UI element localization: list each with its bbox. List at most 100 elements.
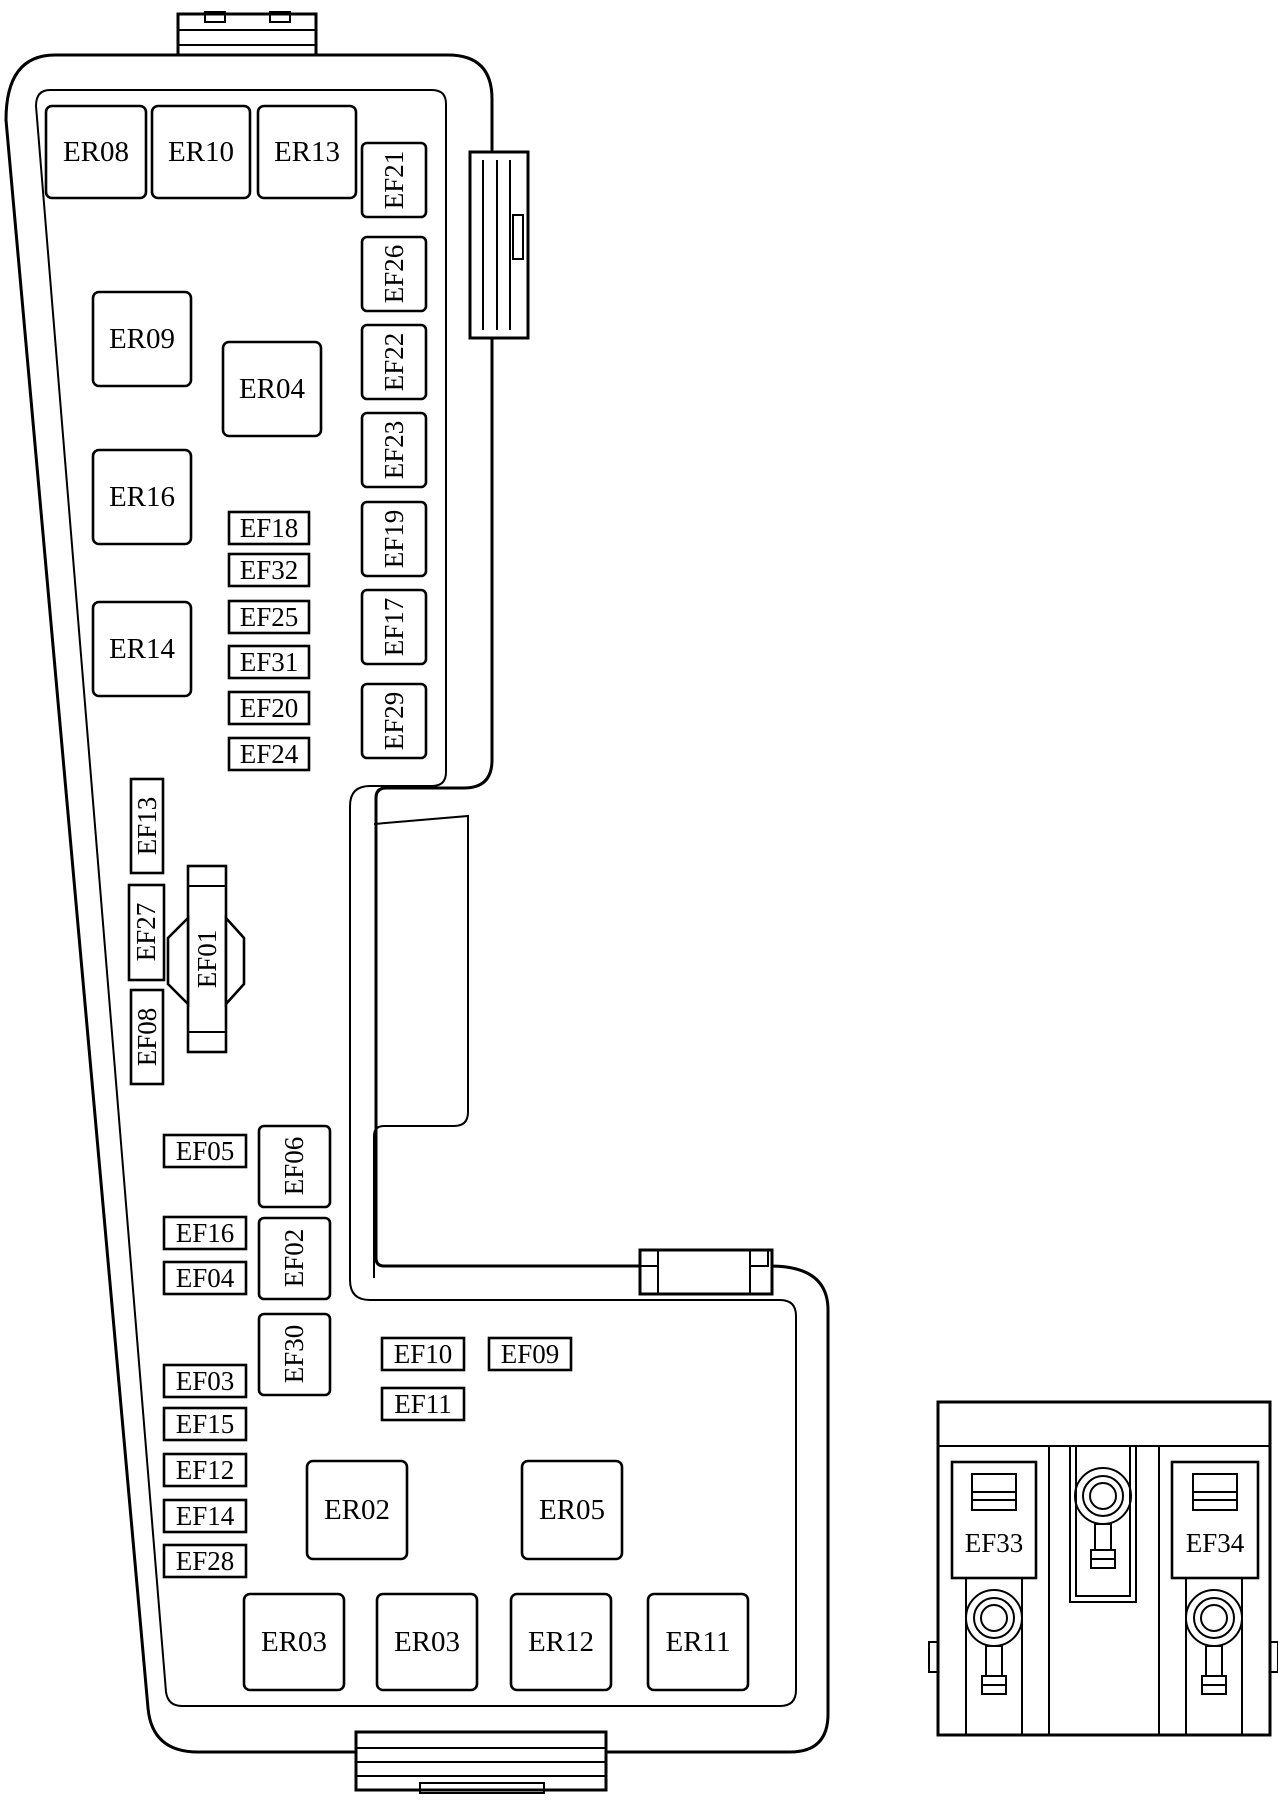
fuse-ef21-label: EF21 (379, 151, 409, 210)
fuse-ef34: EF34 (1170, 1460, 1260, 1580)
fuse-ef05: EF05 (162, 1133, 248, 1169)
relay-er10-label: ER10 (168, 136, 234, 168)
fuse-ef26: EF26 (360, 235, 428, 313)
fuse-ef02-label: EF02 (279, 1229, 309, 1288)
relay-er02-label: ER02 (324, 1494, 390, 1526)
terminal-stud-middle (1069, 1445, 1137, 1603)
fuse-ef28-label: EF28 (176, 1546, 235, 1576)
relay-er03-a-label: ER03 (261, 1626, 327, 1658)
relay-er04-label: ER04 (239, 373, 306, 405)
fuse-ef04: EF04 (162, 1260, 248, 1296)
fuse-ef08: EF08 (129, 988, 165, 1086)
relay-er08: ER08 (44, 104, 148, 200)
relay-er12-label: ER12 (528, 1626, 594, 1658)
fuse-ef01: EF01 (166, 864, 246, 1054)
fuse-ef11-label: EF11 (394, 1389, 452, 1419)
relay-er16: ER16 (91, 448, 193, 546)
fuse-ef10: EF10 (380, 1336, 466, 1372)
relay-er12: ER12 (509, 1592, 613, 1692)
terminal-stud-right (1185, 1578, 1243, 1735)
fuse-ef31: EF31 (227, 644, 311, 680)
fuse-ef18-label: EF18 (240, 513, 299, 543)
fuse-ef11: EF11 (380, 1386, 466, 1422)
fuse-ef19: EF19 (360, 500, 428, 578)
fuse-ef31-label: EF31 (240, 647, 299, 677)
fuse-ef12: EF12 (162, 1452, 248, 1488)
fuse-ef03: EF03 (162, 1363, 248, 1399)
relay-er13: ER13 (256, 104, 358, 200)
fuse-ef13-label: EF13 (132, 797, 162, 856)
fuse-ef09: EF09 (487, 1336, 573, 1372)
fuse-ef02: EF02 (257, 1216, 332, 1301)
relay-er14: ER14 (91, 600, 193, 698)
fuse-ef20: EF20 (227, 690, 311, 726)
fuse-ef10-label: EF10 (394, 1339, 453, 1369)
fuse-ef18: EF18 (227, 510, 311, 546)
fuse-ef30-label: EF30 (279, 1325, 309, 1384)
fuse-ef23-label: EF23 (379, 421, 409, 480)
fuse-ef17: EF17 (360, 588, 428, 666)
fuse-ef20-label: EF20 (240, 693, 299, 723)
fuse-ef08-label: EF08 (132, 1008, 162, 1067)
fuse-ef32-label: EF32 (240, 555, 299, 585)
main-fuse-box-housing (4, 11, 830, 1794)
fuse-ef05-label: EF05 (176, 1136, 235, 1166)
relay-er14-label: ER14 (109, 633, 176, 665)
relay-er13-label: ER13 (274, 136, 340, 168)
fuse-ef15-label: EF15 (176, 1409, 235, 1439)
relay-er05: ER05 (520, 1459, 624, 1561)
fuse-ef24: EF24 (227, 736, 311, 772)
fuse-ef33-label: EF33 (965, 1528, 1024, 1558)
relay-er03-b-label: ER03 (394, 1626, 460, 1658)
relay-er09: ER09 (91, 290, 193, 388)
fuse-ef29-label: EF29 (379, 692, 409, 751)
fuse-ef32: EF32 (227, 552, 311, 588)
fuse-ef30: EF30 (257, 1312, 332, 1397)
fuse-ef29: EF29 (360, 682, 428, 760)
fuse-ef25-label: EF25 (240, 602, 299, 632)
fuse-ef16-label: EF16 (176, 1218, 235, 1248)
relay-er11-label: ER11 (666, 1626, 731, 1658)
fuse-ef15: EF15 (162, 1406, 248, 1442)
relay-er11: ER11 (646, 1592, 750, 1692)
right-latch (468, 150, 530, 340)
fuse-ef23: EF23 (360, 411, 428, 489)
fuse-ef04-label: EF04 (176, 1263, 235, 1293)
relay-er04: ER04 (221, 340, 323, 438)
housing-inner-outline (34, 89, 797, 1707)
fuse-ef19-label: EF19 (379, 510, 409, 569)
housing-outer-outline (4, 53, 830, 1754)
fuse-ef24-label: EF24 (240, 739, 299, 769)
fuse-ef06-label: EF06 (279, 1137, 309, 1196)
relay-er03-a: ER03 (242, 1592, 346, 1692)
fuse-ef28: EF28 (162, 1543, 248, 1579)
relay-er10: ER10 (150, 104, 252, 200)
fuse-ef14: EF14 (162, 1498, 248, 1534)
fuse-ef21: EF21 (360, 141, 428, 219)
relay-er08-label: ER08 (63, 136, 129, 168)
relay-er09-label: ER09 (109, 323, 175, 355)
relay-er03-b: ER03 (375, 1592, 479, 1692)
fuse-ef27: EF27 (127, 883, 166, 982)
fuse-ef12-label: EF12 (176, 1455, 235, 1485)
fuse-ef34-label: EF34 (1186, 1528, 1245, 1558)
fuse-ef01-label: EF01 (192, 930, 222, 989)
fuse-ef16: EF16 (162, 1215, 248, 1251)
fuse-ef22-label: EF22 (379, 333, 409, 392)
fuse-ef26-label: EF26 (379, 245, 409, 304)
fuse-ef03-label: EF03 (176, 1366, 235, 1396)
fuse-ef14-label: EF14 (176, 1501, 235, 1531)
fuse-ef06: EF06 (257, 1124, 332, 1209)
fuse-ef09-label: EF09 (501, 1339, 560, 1369)
fuse-ef22: EF22 (360, 323, 428, 401)
fuse-ef25: EF25 (227, 599, 311, 635)
fuse-ef33: EF33 (950, 1460, 1038, 1580)
relay-er16-label: ER16 (109, 481, 175, 513)
lower-right-latch (638, 1248, 774, 1296)
fuse-ef13: EF13 (129, 777, 165, 875)
relay-er02: ER02 (305, 1459, 409, 1561)
terminal-stud-left (965, 1578, 1023, 1735)
auxiliary-fuse-block: EF33 EF34 (928, 1400, 1278, 1737)
relay-er05-label: ER05 (539, 1494, 605, 1526)
